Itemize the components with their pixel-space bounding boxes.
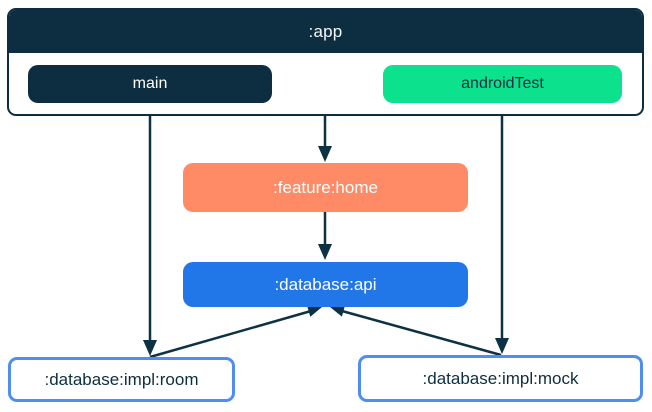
edge-feature-home-to-database-api-arrowhead	[318, 244, 332, 260]
edge-database-impl-mock-to-database-api-line	[341, 309, 502, 357]
app-module-header: :app	[9, 10, 642, 53]
edge-database-impl-room-to-database-api-line	[149, 309, 312, 359]
module-database-impl-room-label: :database:impl:room	[44, 369, 199, 389]
module-database-api: :database:api	[183, 262, 468, 307]
edge-feature-home-to-database-api	[318, 212, 332, 260]
edge-database-impl-room-to-database-api	[149, 305, 322, 359]
source-set-main: main	[28, 65, 272, 103]
edge-androidtest-to-database-impl-mock-arrowhead	[495, 338, 509, 354]
edge-app-to-feature-home-arrowhead	[318, 146, 332, 162]
edge-main-to-database-impl-room	[143, 103, 157, 356]
edge-main-to-database-impl-room-arrowhead	[143, 340, 157, 356]
module-feature-home-label: :feature:home	[273, 177, 378, 197]
module-feature-home: :feature:home	[183, 163, 468, 212]
source-set-androidtest: androidTest	[383, 65, 622, 103]
module-database-impl-mock-label: :database:impl:mock	[422, 368, 579, 388]
module-database-api-label: :database:api	[274, 274, 377, 294]
edge-database-impl-mock-to-database-api	[330, 305, 502, 357]
edge-app-to-feature-home	[318, 115, 332, 162]
edge-androidtest-to-database-impl-mock	[495, 103, 509, 354]
module-database-impl-mock: :database:impl:mock	[358, 355, 643, 402]
source-set-androidtest-label: androidTest	[461, 75, 544, 92]
app-module-title: :app	[308, 21, 343, 41]
module-database-impl-room: :database:impl:room	[8, 357, 235, 402]
source-set-main-label: main	[132, 75, 168, 92]
